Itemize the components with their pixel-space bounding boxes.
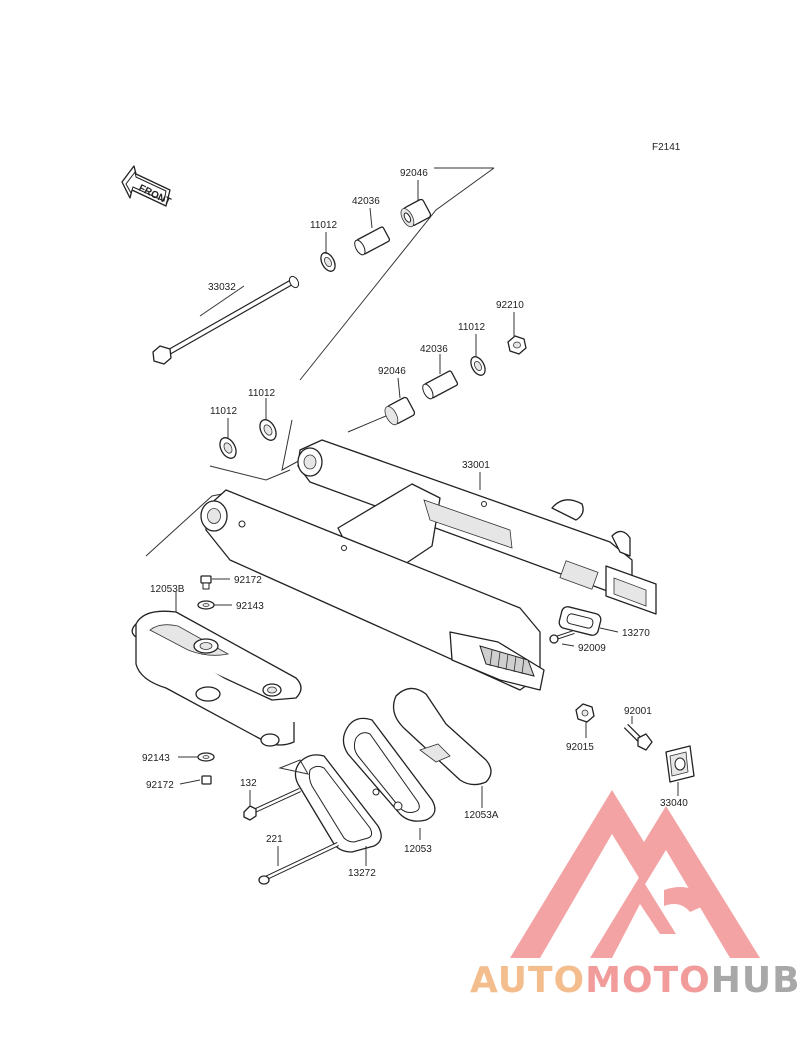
label-12053: 12053 [404, 844, 432, 855]
guard-13272 [278, 754, 382, 853]
pivot-shaft-33032 [152, 275, 300, 365]
washer-92143-top [197, 600, 215, 610]
leader-lines [175, 180, 679, 866]
bolt-92172-bottom [201, 775, 212, 785]
label-33040: 33040 [660, 798, 688, 809]
collar-group-right [384, 335, 527, 426]
label-92143-top: 92143 [236, 601, 264, 612]
label-33032: 33032 [208, 282, 236, 293]
front-arrow-icon: FRONT [121, 165, 172, 208]
chain-guide-12053A [392, 687, 492, 786]
label-42036-top: 42036 [352, 196, 380, 207]
bolt-221 [258, 841, 339, 885]
label-13270: 13270 [622, 628, 650, 639]
block-33040 [665, 745, 695, 783]
label-13272: 13272 [348, 868, 376, 879]
label-92172-bottom: 92172 [146, 780, 174, 791]
label-132: 132 [240, 778, 257, 789]
brand-part-hub: HUB [710, 960, 800, 1001]
label-33001: 33001 [462, 460, 490, 471]
swingarm-33001 [200, 439, 657, 691]
label-92015: 92015 [566, 742, 594, 753]
label-11012-left-b: 11012 [210, 406, 238, 417]
label-92001: 92001 [624, 706, 652, 717]
label-12053A: 12053A [464, 810, 499, 821]
label-11012-left-a: 11012 [248, 388, 276, 399]
part-labels: 92046 42036 11012 33032 92210 11012 4203… [142, 168, 688, 879]
label-92009: 92009 [578, 643, 606, 654]
chain-slider-12053B [131, 610, 302, 747]
label-92172-top: 92172 [234, 575, 262, 586]
nut-92015 [575, 703, 595, 723]
bolt-92172-top [200, 575, 212, 590]
automotohub-watermark: AUTOMOTOHUB [470, 960, 800, 1001]
sheet-id: F2141 [652, 142, 681, 153]
adjuster-plate-13270 [558, 606, 602, 636]
left-seals [219, 419, 277, 459]
label-92143-bottom: 92143 [142, 753, 170, 764]
automotohub-logo-icon [510, 790, 760, 958]
bolt-132 [243, 787, 301, 821]
bolt-92009 [549, 630, 575, 644]
brand-part-auto: AUTO [470, 960, 586, 1001]
label-11012-top: 11012 [310, 220, 338, 231]
label-92210: 92210 [496, 300, 524, 311]
washer-92143-bottom [197, 752, 215, 762]
label-42036-right: 42036 [420, 344, 448, 355]
bolt-92001 [623, 723, 653, 751]
label-92046-right: 92046 [378, 366, 406, 377]
collar-group-top [320, 198, 432, 272]
brand-part-moto: MOTO [585, 960, 711, 1001]
chain-guide-12053 [342, 717, 436, 822]
label-221: 221 [266, 834, 283, 845]
label-12053B: 12053B [150, 584, 185, 595]
label-92046-top: 92046 [400, 168, 428, 179]
label-11012-right: 11012 [458, 322, 486, 333]
